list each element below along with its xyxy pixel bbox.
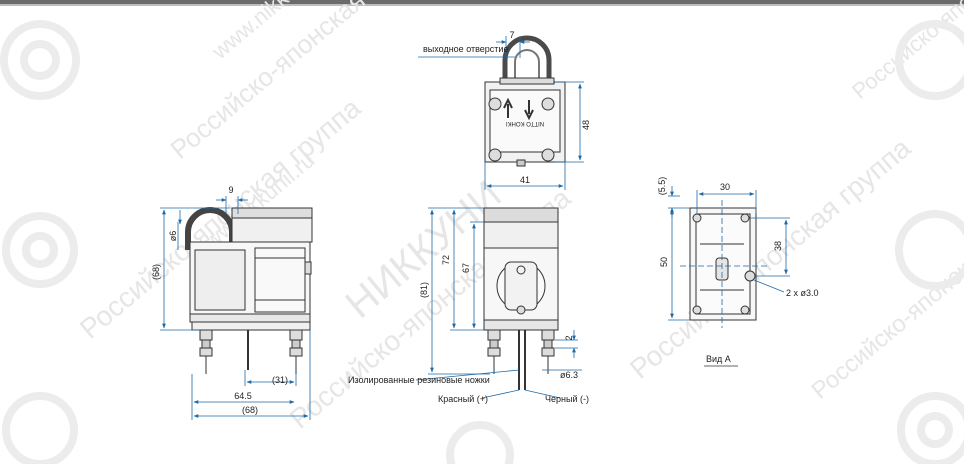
rubber-foot-icon: [289, 329, 303, 374]
screw-icon: [516, 305, 526, 315]
side-view-dims: [160, 196, 311, 420]
dim-view-a-width: 30: [720, 182, 730, 192]
dim-front-total-height: (81): [419, 282, 429, 298]
dim-front-foot: 2: [564, 335, 574, 340]
outlet-label: выходное отверстие: [423, 44, 508, 54]
brand-label: NITTO KOHKI: [506, 120, 545, 126]
dim-side-diameter: ø6: [168, 231, 178, 242]
mount-hole-icon: [740, 213, 750, 223]
watermark-brand: Российско-японская: [807, 239, 964, 404]
dim-side-inner: (31): [272, 375, 288, 385]
dim-view-a-holes: 2 x ø3.0: [786, 288, 819, 298]
dim-side-height: (68): [151, 264, 161, 280]
dim-view-a-offset: (5.5): [657, 177, 667, 196]
watermark-logo: [0, 20, 964, 464]
rubber-foot-icon: [541, 329, 555, 374]
dim-top-height: 48: [581, 120, 591, 130]
screw-icon: [541, 97, 555, 111]
front-view-dims: [415, 207, 582, 399]
header-bar: [0, 0, 964, 4]
red-wire-label: Красный (+): [438, 394, 488, 404]
dim-side-top: 9: [228, 185, 233, 195]
side-view: [185, 207, 313, 374]
top-view-dims: [418, 36, 584, 190]
mount-hole-icon: [692, 305, 702, 315]
header-strip: [0, 4, 964, 6]
flow-up-arrow-icon: [503, 97, 513, 118]
dim-front-body-height: 72: [441, 255, 451, 265]
feet-label: Изолированные резиновые ножки: [348, 375, 490, 385]
rubber-foot-icon: [487, 329, 501, 374]
screw-icon: [488, 148, 502, 162]
view-a-label: Вид А: [706, 354, 731, 364]
dim-view-a-height: 50: [659, 257, 669, 267]
dim-view-a-hole-spacing: 38: [773, 241, 783, 251]
top-view: [484, 35, 566, 167]
flow-down-arrow-icon: [524, 100, 534, 121]
dim-outlet: 7: [509, 30, 514, 40]
top-view-outlet-tube: [502, 35, 552, 82]
mount-hole-icon: [740, 305, 750, 315]
mount-hole-icon: [744, 270, 756, 282]
black-wire-label: Черный (-): [545, 394, 589, 404]
watermark-line: Российско-японская группа: [847, 0, 964, 104]
dim-side-length: 64.5: [234, 391, 252, 401]
dim-front-motor-height: 67: [461, 263, 471, 273]
screw-icon: [488, 97, 502, 111]
rubber-foot-icon: [199, 329, 213, 374]
side-view-outlet-tube: [185, 207, 235, 250]
front-view: [483, 207, 559, 390]
screw-icon: [541, 148, 555, 162]
view-a-dims: [668, 186, 790, 367]
dim-side-total: (68): [242, 405, 258, 415]
view-a: [689, 207, 757, 321]
dim-front-foot-diameter: ø6.3: [560, 370, 578, 380]
mount-hole-icon: [692, 213, 702, 223]
dim-top-width: 41: [520, 175, 530, 185]
